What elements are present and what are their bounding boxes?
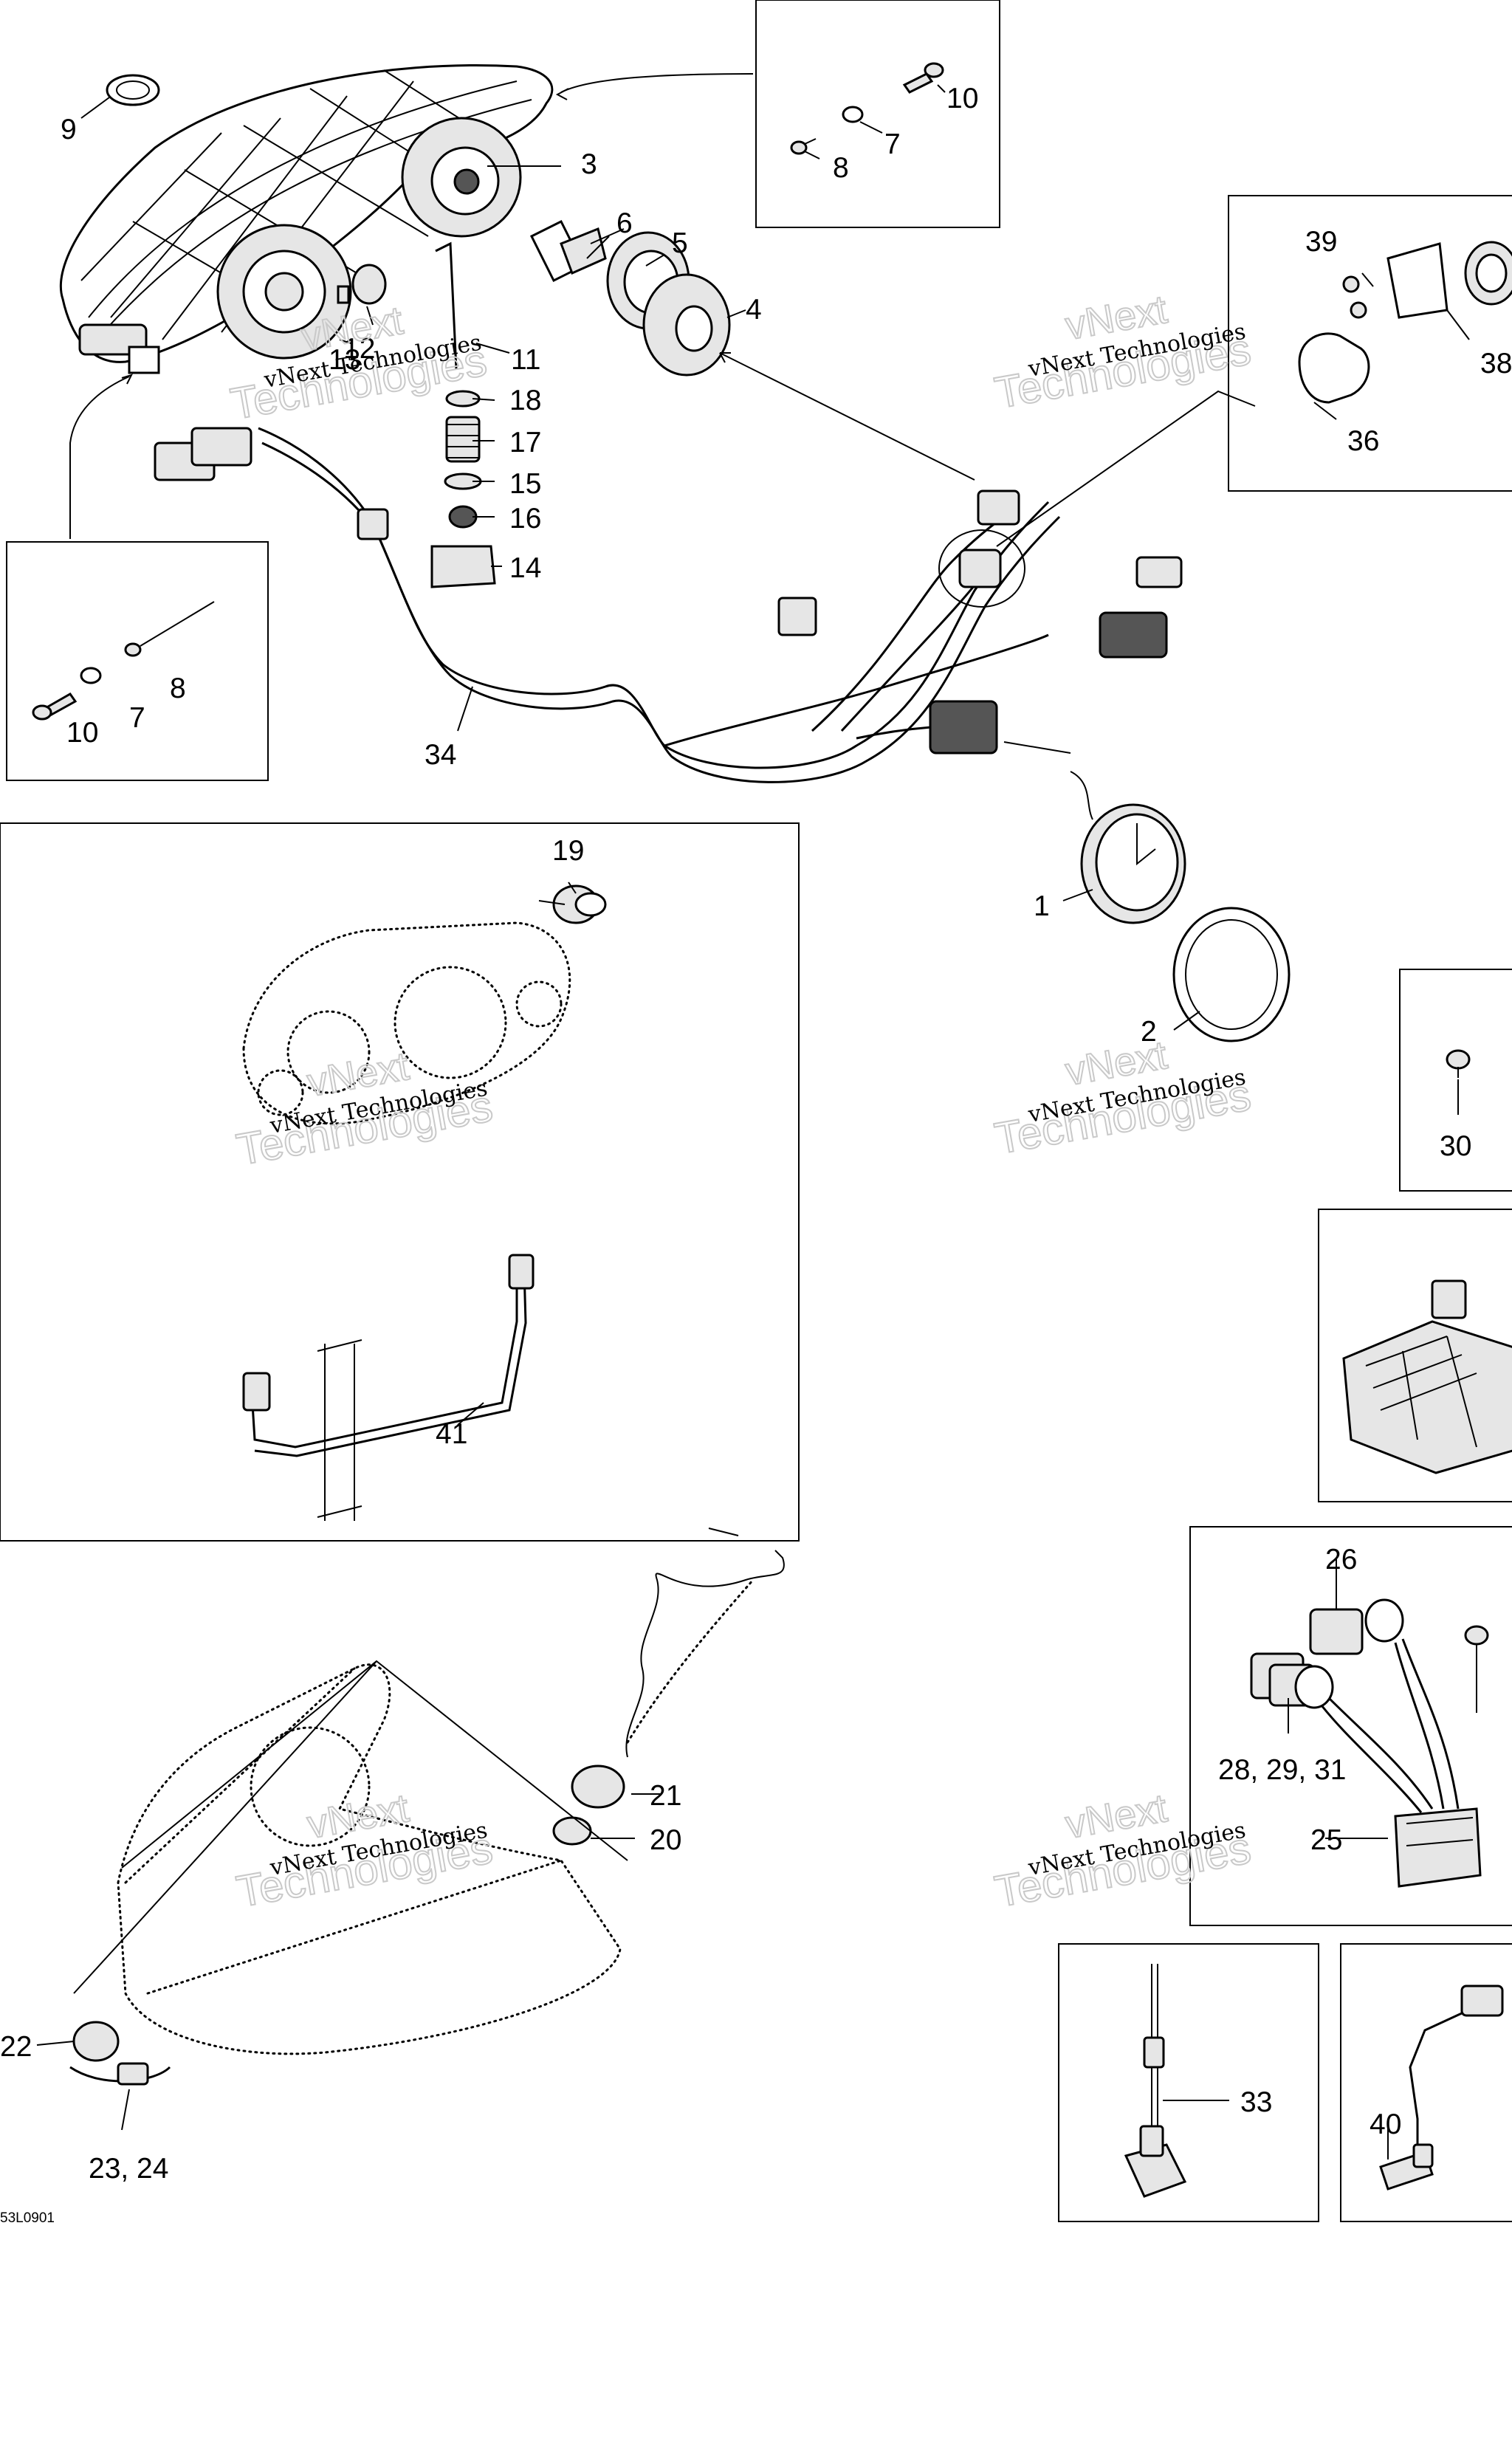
inset-box-sensor-40 <box>1340 1943 1512 2222</box>
gauge-and-ring <box>1080 803 1291 1042</box>
label-4: 4 <box>746 294 762 326</box>
lanyard-and-dess <box>69 1550 785 2086</box>
sensor-33 <box>1124 1964 1187 2198</box>
inset-box-relay <box>1228 195 1512 492</box>
label-34: 34 <box>425 739 456 771</box>
label-13: 13 <box>329 344 360 376</box>
label-17: 17 <box>509 427 541 458</box>
label-30: 30 <box>1440 1130 1471 1162</box>
label-41: 41 <box>436 1418 467 1450</box>
label-20: 20 <box>650 1824 681 1856</box>
label-1: 1 <box>1034 890 1050 922</box>
inset-box-regulator <box>1189 1526 1512 1926</box>
wiring-harness <box>154 427 1183 783</box>
watermark-6: Technologies vNext vNext Technologies <box>990 1785 1255 1917</box>
relay-parts <box>1298 241 1512 404</box>
inset-box-30 <box>1399 969 1512 1192</box>
voltage-regulator <box>1250 1598 1489 1888</box>
watermark-4: Technologies vNext vNext Technologies <box>990 1032 1255 1164</box>
label-33: 33 <box>1240 2086 1272 2118</box>
inset-box-fusebox <box>1318 1209 1512 1502</box>
label-2: 2 <box>1141 1016 1157 1048</box>
label-3: 3 <box>581 148 597 180</box>
inset-box-screws-top <box>755 0 1000 228</box>
label-9: 9 <box>61 114 77 145</box>
label-19: 19 <box>552 835 584 867</box>
label-12: 12 <box>343 333 375 365</box>
inset-boxes <box>0 0 1512 2222</box>
diagram-code: 53L0901 <box>0 2210 55 2226</box>
label-5: 5 <box>672 227 688 259</box>
label-38: 38 <box>1480 348 1512 379</box>
bulb-and-boot <box>529 219 731 377</box>
watermark-5: Technologies vNext vNext Technologies <box>232 1785 497 1917</box>
watermark-2: Technologies vNext vNext Technologies <box>990 286 1255 419</box>
inset-box-gauge-cluster <box>0 822 800 1542</box>
label-16: 16 <box>509 503 541 535</box>
callout-labels: 1 2 3 4 5 6 7 7 8 8 9 10 10 11 12 13 14 … <box>0 83 1512 2226</box>
label-18: 18 <box>509 385 541 416</box>
label-15: 15 <box>509 468 541 500</box>
label-23-24: 23, 24 <box>89 2153 168 2185</box>
part-9-clip <box>80 74 160 119</box>
fuse-box <box>1342 1279 1512 1474</box>
screws-top <box>790 62 944 155</box>
inset-box-sensor-33 <box>1058 1943 1319 2222</box>
label-7-top: 7 <box>884 128 901 160</box>
part-30 <box>1446 1049 1471 1078</box>
label-25: 25 <box>1310 1824 1342 1856</box>
label-6: 6 <box>616 207 633 239</box>
label-39: 39 <box>1305 226 1337 258</box>
leader-lines <box>36 73 1470 2159</box>
label-7-left: 7 <box>129 702 145 734</box>
adjuster-stack <box>337 241 496 588</box>
label-26: 26 <box>1325 1544 1357 1575</box>
label-36: 36 <box>1347 425 1379 457</box>
label-22: 22 <box>0 2031 32 2063</box>
label-11: 11 <box>511 344 541 376</box>
gauge-cluster-outline <box>242 884 607 1125</box>
screws-left <box>32 601 215 721</box>
wire-41 <box>242 1254 535 1521</box>
label-10-top: 10 <box>946 83 978 114</box>
label-8-left: 8 <box>170 673 186 704</box>
label-40: 40 <box>1370 2109 1401 2140</box>
sensor-40 <box>1379 1984 1504 2190</box>
label-14: 14 <box>509 552 541 584</box>
label-10-left: 10 <box>66 717 98 749</box>
label-28-29-31: 28, 29, 31 <box>1218 1754 1346 1786</box>
inset-box-screws-left <box>6 541 269 781</box>
headlight-assembly <box>59 64 554 374</box>
label-8-top: 8 <box>833 152 849 184</box>
label-21: 21 <box>650 1780 681 1812</box>
